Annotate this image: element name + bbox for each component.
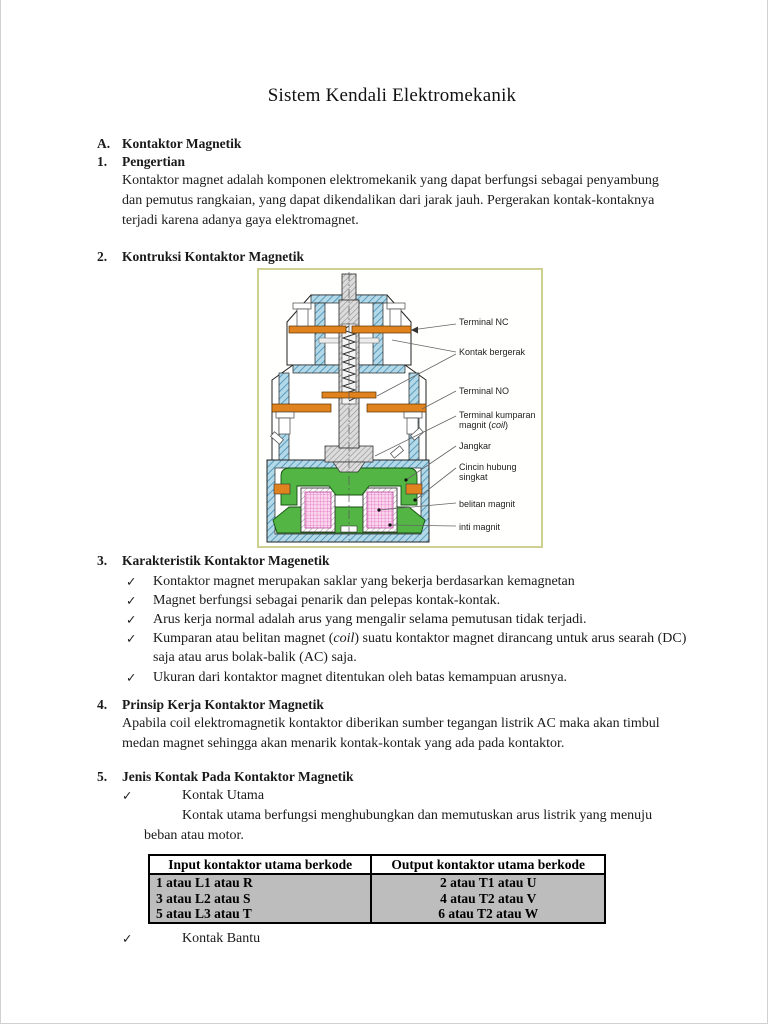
main-contact-code-table: Input kontaktor utama berkode Output kon…: [147, 854, 606, 924]
list-item: ✓ Kontaktor magnet merupakan saklar yang…: [122, 572, 687, 591]
section-a-number: A.: [97, 136, 111, 151]
section-1-heading: 1. Pengertian: [97, 153, 687, 171]
figure-label-inti: inti magnit: [459, 521, 501, 532]
figure-label-terminal-nc: Terminal NC: [459, 316, 509, 327]
section-3-heading: 3. Karakteristik Kontaktor Magenetik: [97, 552, 687, 570]
section-1-number: 1.: [97, 154, 108, 169]
terminal-bolts: [270, 302, 424, 459]
terminal-nc-bar-right: [351, 325, 412, 333]
leader-lines: [374, 323, 457, 527]
section-2-number: 2.: [97, 248, 108, 264]
checkmark-icon: ✓: [126, 669, 137, 685]
section-5-number: 5.: [97, 769, 108, 785]
list-item: ✓ Ukuran dari kontaktor magnet ditentuka…: [122, 668, 687, 687]
table-header-input: Input kontaktor utama berkode: [147, 854, 373, 876]
kontak-bantu-label: Kontak Bantu: [182, 930, 261, 946]
table-row: 1 atau L1 atau R 2 atau T1 atau U: [147, 874, 606, 891]
section-3-title: Karakteristik Kontaktor Magenetik: [122, 552, 330, 568]
terminal-no-bar-right: [366, 403, 427, 412]
section-4-title: Prinsip Kerja Kontaktor Magnetik: [122, 696, 324, 712]
section-4-body: Apabila coil elektromagnetik kontaktor d…: [122, 715, 660, 752]
section-2-heading: 2. Kontruksi Kontaktor Magnetik: [97, 248, 687, 266]
section-a-heading: A. Kontaktor Magnetik: [97, 135, 687, 153]
shading-rings: [273, 483, 423, 494]
section-a-title: Kontaktor Magnetik: [122, 136, 242, 151]
contactor-construction-figure: Terminal NC Kontak bergerak Terminal NO …: [257, 267, 543, 548]
section-1-body: Kontaktor magnet adalah komponen elektro…: [122, 173, 659, 229]
document-title: Sistem Kendali Elektromekanik: [267, 85, 517, 106]
kontak-utama-item: ✓ Kontak Utama: [122, 786, 687, 806]
figure-label-terminal-no: Terminal NO: [459, 385, 510, 396]
checkmark-icon: ✓: [122, 930, 133, 946]
checkmark-icon: ✓: [122, 788, 133, 804]
section-3-bullets: ✓ Kontaktor magnet merupakan saklar yang…: [122, 572, 687, 687]
contactor-diagram: [259, 269, 541, 546]
section-2-title: Kontruksi Kontaktor Magnetik: [122, 248, 305, 264]
armature: [280, 467, 418, 506]
table-header-row: Input kontaktor utama berkode Output kon…: [147, 854, 606, 876]
kontak-utama-body: Kontak utama berfungsi menghubungkan dan…: [144, 807, 653, 843]
kontak-bantu-item: ✓ Kontak Bantu: [122, 929, 687, 949]
section-3-number: 3.: [97, 552, 108, 568]
terminal-nc-bar-left: [288, 325, 347, 333]
terminal-no-bar-left: [271, 403, 332, 412]
section-1-title: Pengertian: [122, 154, 185, 169]
figure-label-terminal-kumparan: Terminal kumparan magnit (coil): [459, 409, 536, 431]
checkmark-icon: ✓: [126, 612, 137, 628]
table-row: 3 atau L2 atau S 4 atau T2 atau V: [147, 890, 606, 907]
list-item: ✓ Kumparan atau belitan magnet (coil) su…: [122, 629, 687, 667]
section-5-title: Jenis Kontak Pada Kontaktor Magnetik: [122, 769, 354, 785]
list-item: ✓ Arus kerja normal adalah arus yang men…: [122, 610, 687, 629]
checkmark-icon: ✓: [126, 631, 137, 647]
figure-label-kontak-bergerak: Kontak bergerak: [459, 346, 526, 357]
table-header-output: Output kontaktor utama berkode: [370, 854, 606, 876]
table-row: 5 atau L3 atau T 6 atau T2 atau W: [147, 906, 606, 924]
list-item: ✓ Magnet berfungsi sebagai penarik dan p…: [122, 591, 687, 610]
checkmark-icon: ✓: [126, 592, 137, 608]
section-4-heading: 4. Prinsip Kerja Kontaktor Magnetik: [97, 696, 687, 714]
kontak-utama-label: Kontak Utama: [182, 788, 265, 804]
figure-label-belitan: belitan magnit: [459, 498, 516, 509]
checkmark-icon: ✓: [126, 573, 137, 589]
section-4-number: 4.: [97, 696, 108, 712]
section-5-heading: 5. Jenis Kontak Pada Kontaktor Magnetik: [97, 768, 687, 786]
figure-label-jangkar: Jangkar: [459, 440, 492, 451]
document-content: Sistem Kendali Elektromekanik A. Kontakt…: [1, 0, 767, 948]
